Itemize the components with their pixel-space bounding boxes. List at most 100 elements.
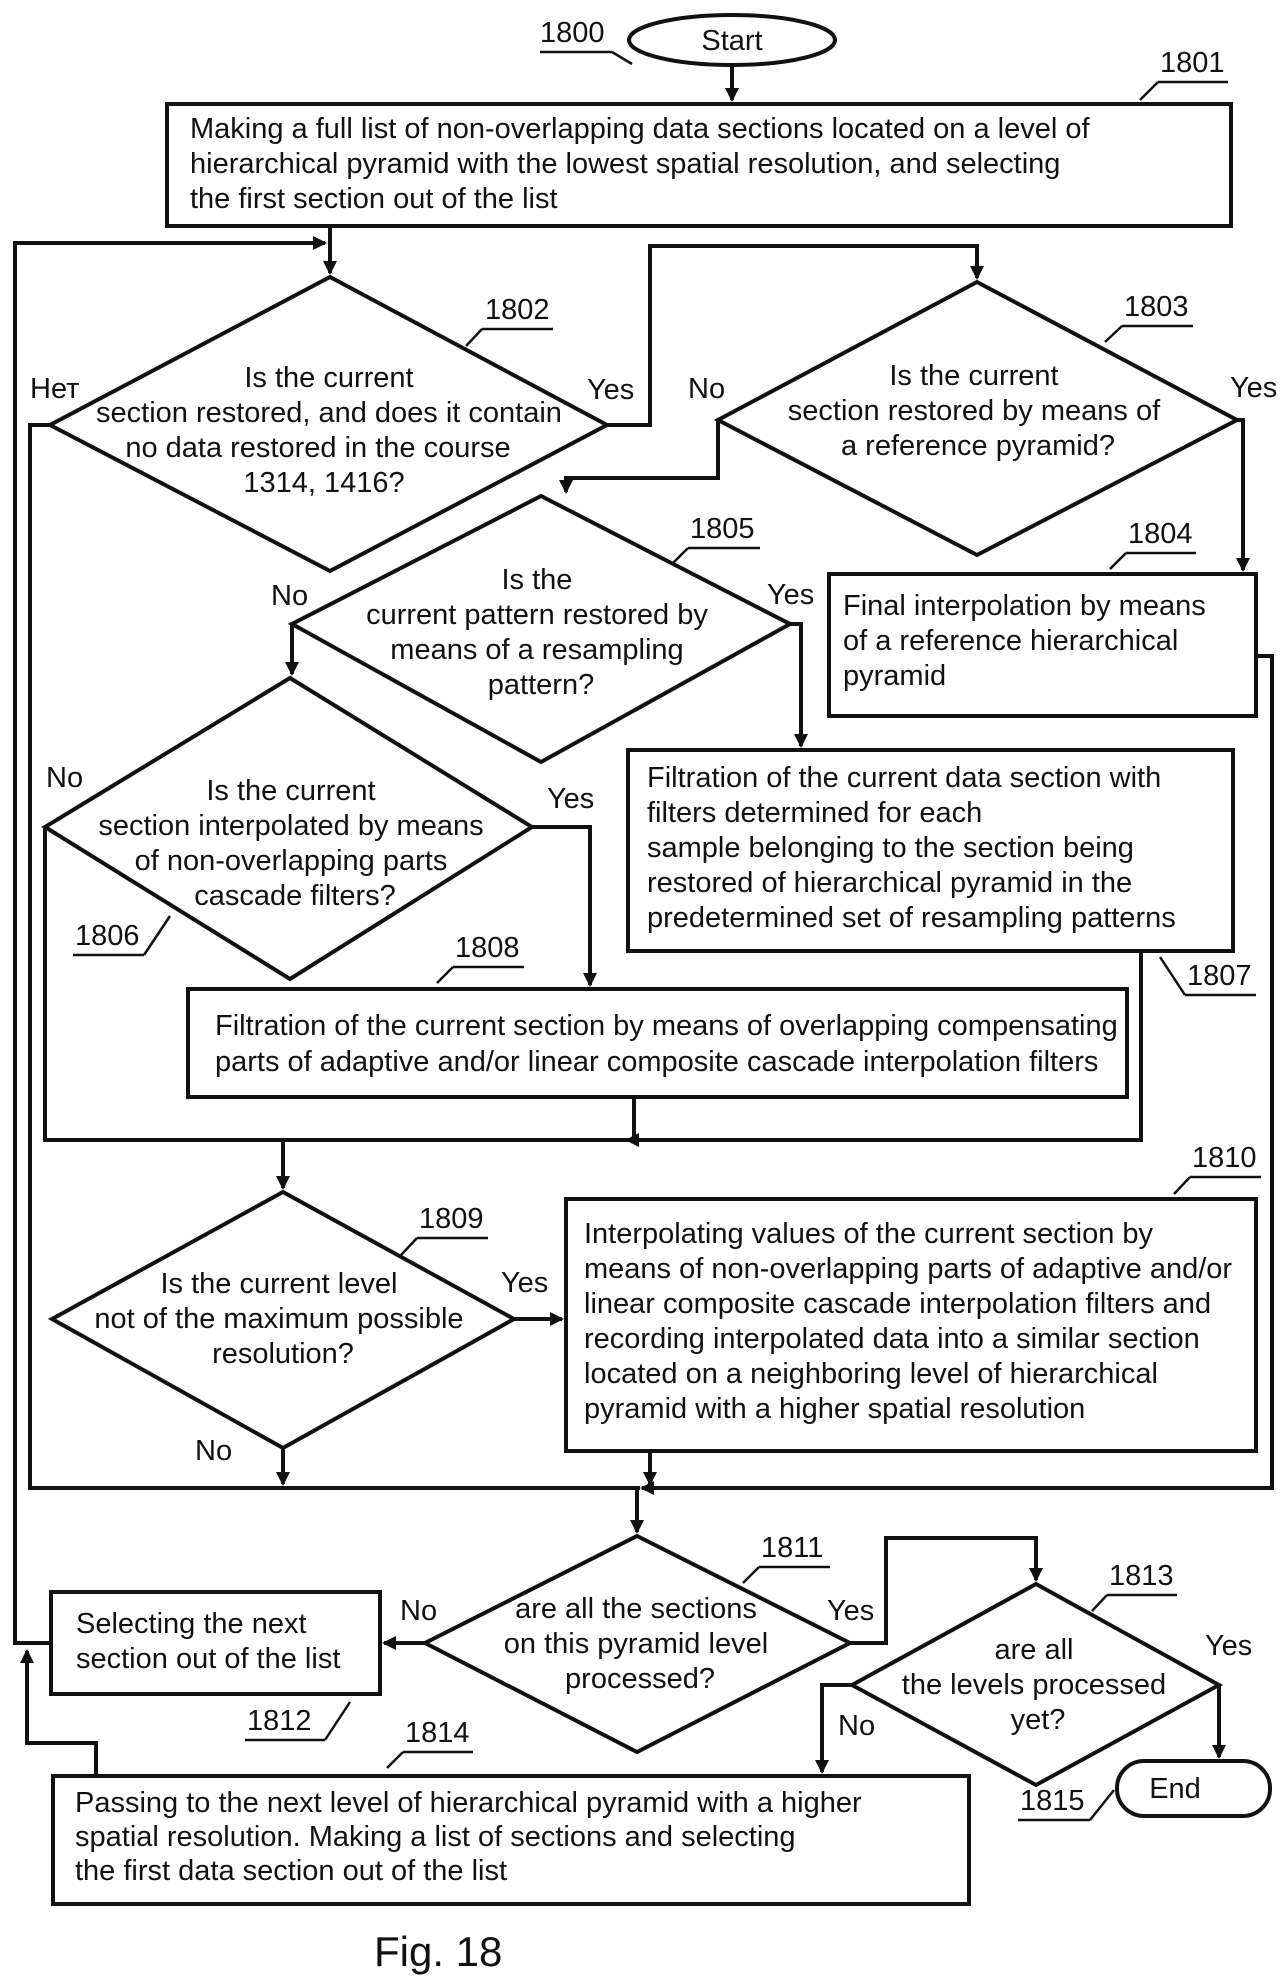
node-1806-label: Is the current section interpolated by m… <box>98 775 491 912</box>
process-1807 <box>626 748 1235 953</box>
process-1808 <box>186 987 1129 1099</box>
node-1811-line-3: processed? <box>565 1663 715 1695</box>
node-1801-line-3: the first section out of the list <box>190 183 558 215</box>
label-1806-no: No <box>46 762 83 794</box>
node-1814-line-2: spatial resolution. Making a list of sec… <box>75 1821 796 1853</box>
node-1810-line-3: linear composite cascade interpolation f… <box>584 1288 1211 1320</box>
node-1803-line-1: Is the current <box>889 360 1058 392</box>
node-1813-label: are all the levels processed yet? <box>902 1634 1174 1736</box>
end-terminal <box>1115 1759 1272 1818</box>
ref-1806: 1806 <box>75 920 140 952</box>
node-1805-line-3: means of a resampling <box>390 634 683 666</box>
node-1808-line-1: Filtration of the current section by mea… <box>215 1010 1118 1042</box>
process-1814 <box>51 1774 971 1906</box>
end-line-1: End <box>1149 1773 1201 1805</box>
label-1809-no: No <box>195 1435 232 1467</box>
end-label: End <box>1149 1773 1201 1805</box>
ref-1808: 1808 <box>455 932 520 964</box>
node-1810-line-2: means of non-overlapping parts of adapti… <box>584 1253 1232 1285</box>
ref-1811: 1811 <box>761 1532 823 1564</box>
ref-1803: 1803 <box>1124 291 1189 323</box>
node-1809-label: Is the current level not of the maximum … <box>94 1268 471 1370</box>
node-1804-line-3: pyramid <box>843 660 946 692</box>
node-1802-line-3: no data restored in the course <box>125 432 510 464</box>
node-1803-line-2: section restored by means of <box>788 395 1161 427</box>
node-1811-line-1: are all the sections <box>515 1593 757 1625</box>
node-1807-line-2: filters determined for each <box>647 797 982 829</box>
node-1805-line-1: Is the <box>502 564 573 596</box>
node-1803-line-3: a reference pyramid? <box>841 430 1115 462</box>
label-1805-yes: Yes <box>767 579 814 611</box>
label-1809-yes: Yes <box>501 1267 548 1299</box>
label-1802-yes: Yes <box>587 374 634 406</box>
decision-1802 <box>45 274 612 574</box>
node-1813-line-1: are all <box>994 1634 1073 1666</box>
start-label: Start <box>701 25 762 57</box>
process-1804 <box>827 572 1258 718</box>
node-1813-line-3: yet? <box>1011 1704 1066 1736</box>
node-1814-label: Passing to the next level of hierarchica… <box>75 1787 870 1887</box>
node-1805-line-4: pattern? <box>488 669 594 701</box>
node-1803-label: Is the current section restored by means… <box>788 360 1168 462</box>
node-1806-line-2: section interpolated by means <box>98 810 483 842</box>
ref-1800: 1800 <box>540 17 605 49</box>
node-1802-line-2: section restored, and does it contain <box>96 397 562 429</box>
label-1803-no: No <box>688 373 725 405</box>
decision-1803 <box>713 279 1242 558</box>
node-1808-line-2: parts of adaptive and/or linear composit… <box>215 1046 1098 1078</box>
node-1802-label: Is the current section restored, and doe… <box>96 362 570 499</box>
label-1813-yes: Yes <box>1205 1630 1252 1662</box>
node-1807-line-3: sample belonging to the section being <box>647 832 1134 864</box>
ref-1815: 1815 <box>1020 1785 1085 1817</box>
edge-labels: Нет Yes No Yes No Yes No Yes Yes No No Y… <box>30 372 1277 1742</box>
start-line-1: Start <box>701 25 762 57</box>
node-1801-label: Making a full list of non-overlapping da… <box>190 113 1098 215</box>
node-1810-line-6: pyramid with a higher spatial resolution <box>584 1393 1085 1425</box>
node-1811-line-2: on this pyramid level <box>504 1628 768 1660</box>
label-1805-no: No <box>271 580 308 612</box>
process-1801 <box>165 102 1233 228</box>
decision-1806 <box>41 675 536 982</box>
node-1804-line-2: of a reference hierarchical <box>843 625 1178 657</box>
node-1801-line-1: Making a full list of non-overlapping da… <box>190 113 1090 145</box>
ref-1813: 1813 <box>1109 1560 1174 1592</box>
node-1809-line-2: not of the maximum possible <box>94 1303 463 1335</box>
node-1814-line-1: Passing to the next level of hierarchica… <box>75 1787 862 1819</box>
flow-connectors <box>13 65 1274 1776</box>
ref-1812: 1812 <box>247 1705 312 1737</box>
node-1807-line-4: restored of hierarchical pyramid in the <box>647 867 1132 899</box>
node-1812-line-2: section out of the list <box>76 1643 340 1675</box>
decision-1811 <box>420 1533 855 1755</box>
label-1811-no: No <box>400 1595 437 1627</box>
node-1810-label: Interpolating values of the current sect… <box>584 1218 1240 1425</box>
ref-1807: 1807 <box>1187 960 1252 992</box>
node-1811-label: are all the sections on this pyramid lev… <box>504 1593 776 1695</box>
node-1809-line-3: resolution? <box>212 1338 354 1370</box>
node-1801-line-2: hierarchical pyramid with the lowest spa… <box>190 148 1060 180</box>
reference-numbers: 1800 1801 1802 1803 1804 1805 1806 1807 … <box>73 17 1261 1822</box>
label-1811-yes: Yes <box>827 1595 874 1627</box>
node-1806-line-4: cascade filters? <box>194 880 396 912</box>
node-1807-label: Filtration of the current data section w… <box>647 762 1176 934</box>
process-1810 <box>564 1197 1258 1453</box>
label-1803-yes: Yes <box>1230 372 1277 404</box>
figure-caption: Fig. 18 <box>374 1928 502 1975</box>
node-1810-line-1: Interpolating values of the current sect… <box>584 1218 1154 1250</box>
ref-1810: 1810 <box>1192 1142 1257 1174</box>
decision-1813 <box>847 1581 1224 1788</box>
node-1810-line-4: recording interpolated data into a simil… <box>584 1323 1200 1355</box>
ref-1802: 1802 <box>485 294 550 326</box>
node-1812-line-1: Selecting the next <box>76 1608 307 1640</box>
node-1807-line-1: Filtration of the current data section w… <box>647 762 1161 794</box>
process-1812 <box>49 1590 382 1696</box>
ref-1804: 1804 <box>1128 518 1193 550</box>
node-1807-line-5: predetermined set of resampling patterns <box>647 902 1176 934</box>
ref-1809: 1809 <box>419 1203 484 1235</box>
node-1804-line-1: Final interpolation by means <box>843 590 1206 622</box>
node-1805-line-2: current pattern restored by <box>366 599 708 631</box>
node-1802-line-4: 1314, 1416? <box>243 467 404 499</box>
label-1806-yes: Yes <box>547 783 594 815</box>
decision-1805 <box>287 493 795 765</box>
node-labels: Start Making a full list of non-overlapp… <box>75 25 1240 1887</box>
node-1814-line-3: the first data section out of the list <box>75 1855 507 1887</box>
